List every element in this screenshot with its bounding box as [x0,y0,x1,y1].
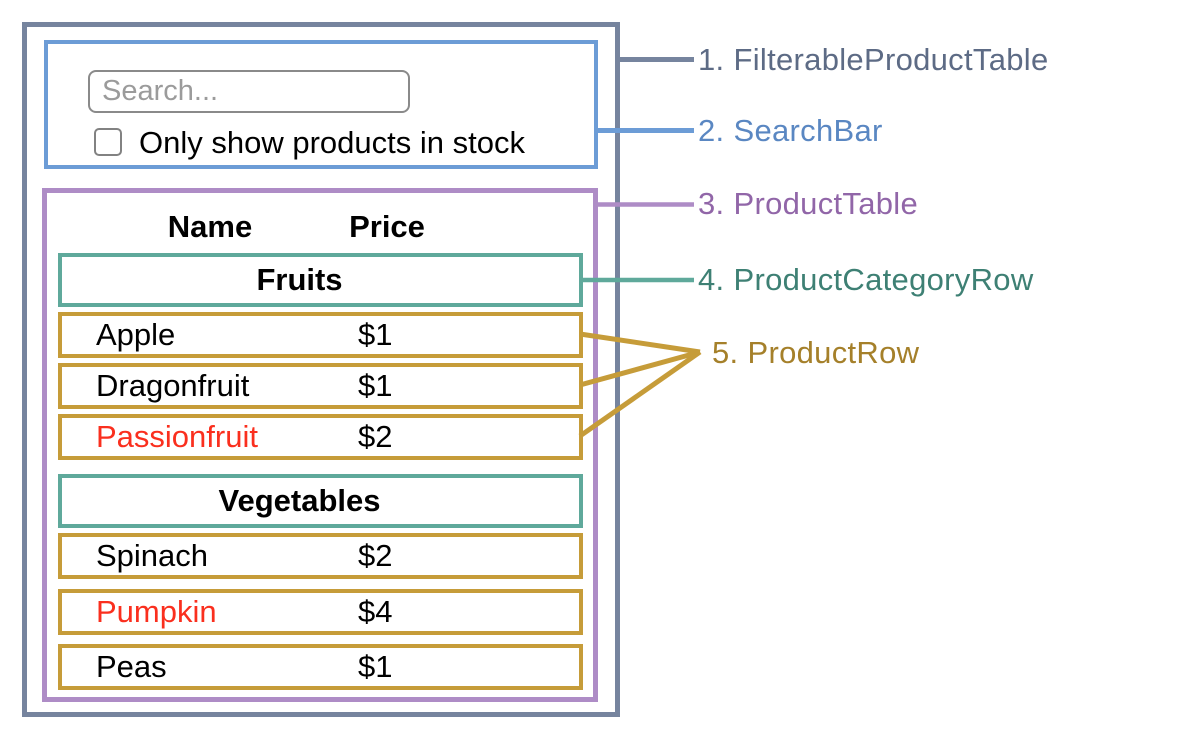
product-name: Pumpkin [96,594,217,629]
legend-number: 4. [698,262,725,297]
category-row-fruits: Fruits [58,253,583,307]
category-label: Vegetables [218,483,381,518]
legend-label: SearchBar [733,113,883,148]
legend-number: 1. [698,42,725,77]
product-price: $1 [358,649,393,684]
product-name: Spinach [96,538,209,573]
column-header-name: Name [167,209,253,244]
product-row-pumpkin: Pumpkin $4 [58,589,583,635]
column-header-price: Price [349,209,425,244]
legend-label: ProductCategoryRow [733,262,1034,297]
product-row-passionfruit: Passionfruit $2 [58,414,583,460]
legend-number: 5. [712,335,739,370]
product-name: Passionfruit [96,419,258,454]
product-name: Peas [96,649,167,684]
product-price: $1 [358,368,393,403]
category-label: Fruits [256,262,343,297]
product-price: $4 [358,594,393,629]
legend-label: ProductRow [747,335,920,370]
product-row-apple: Apple $1 [58,312,583,358]
product-price: $2 [358,419,393,454]
product-row-dragonfruit: Dragonfruit $1 [58,363,583,409]
legend-number: 2. [698,113,725,148]
legend-product-category-row: 4.ProductCategoryRow [698,261,1034,299]
product-name: Apple [96,317,176,352]
in-stock-checkbox[interactable] [94,128,122,156]
product-row-spinach: Spinach $2 [58,533,583,579]
legend-product-row: 5.ProductRow [712,334,919,372]
legend-label: ProductTable [733,186,919,221]
legend-product-table: 3.ProductTable [698,185,918,223]
legend-number: 3. [698,186,725,221]
product-price: $2 [358,538,393,573]
search-bar-box [44,40,598,169]
product-row-peas: Peas $1 [58,644,583,690]
product-name: Dragonfruit [96,368,250,403]
product-table-box [42,188,598,702]
category-row-vegetables: Vegetables [58,474,583,528]
product-price: $1 [358,317,393,352]
legend-label: FilterableProductTable [733,42,1049,77]
search-input[interactable] [88,70,410,113]
legend-filterable-product-table: 1.FilterableProductTable [698,41,1049,79]
in-stock-checkbox-label: Only show products in stock [139,125,525,160]
legend-search-bar: 2.SearchBar [698,112,883,150]
